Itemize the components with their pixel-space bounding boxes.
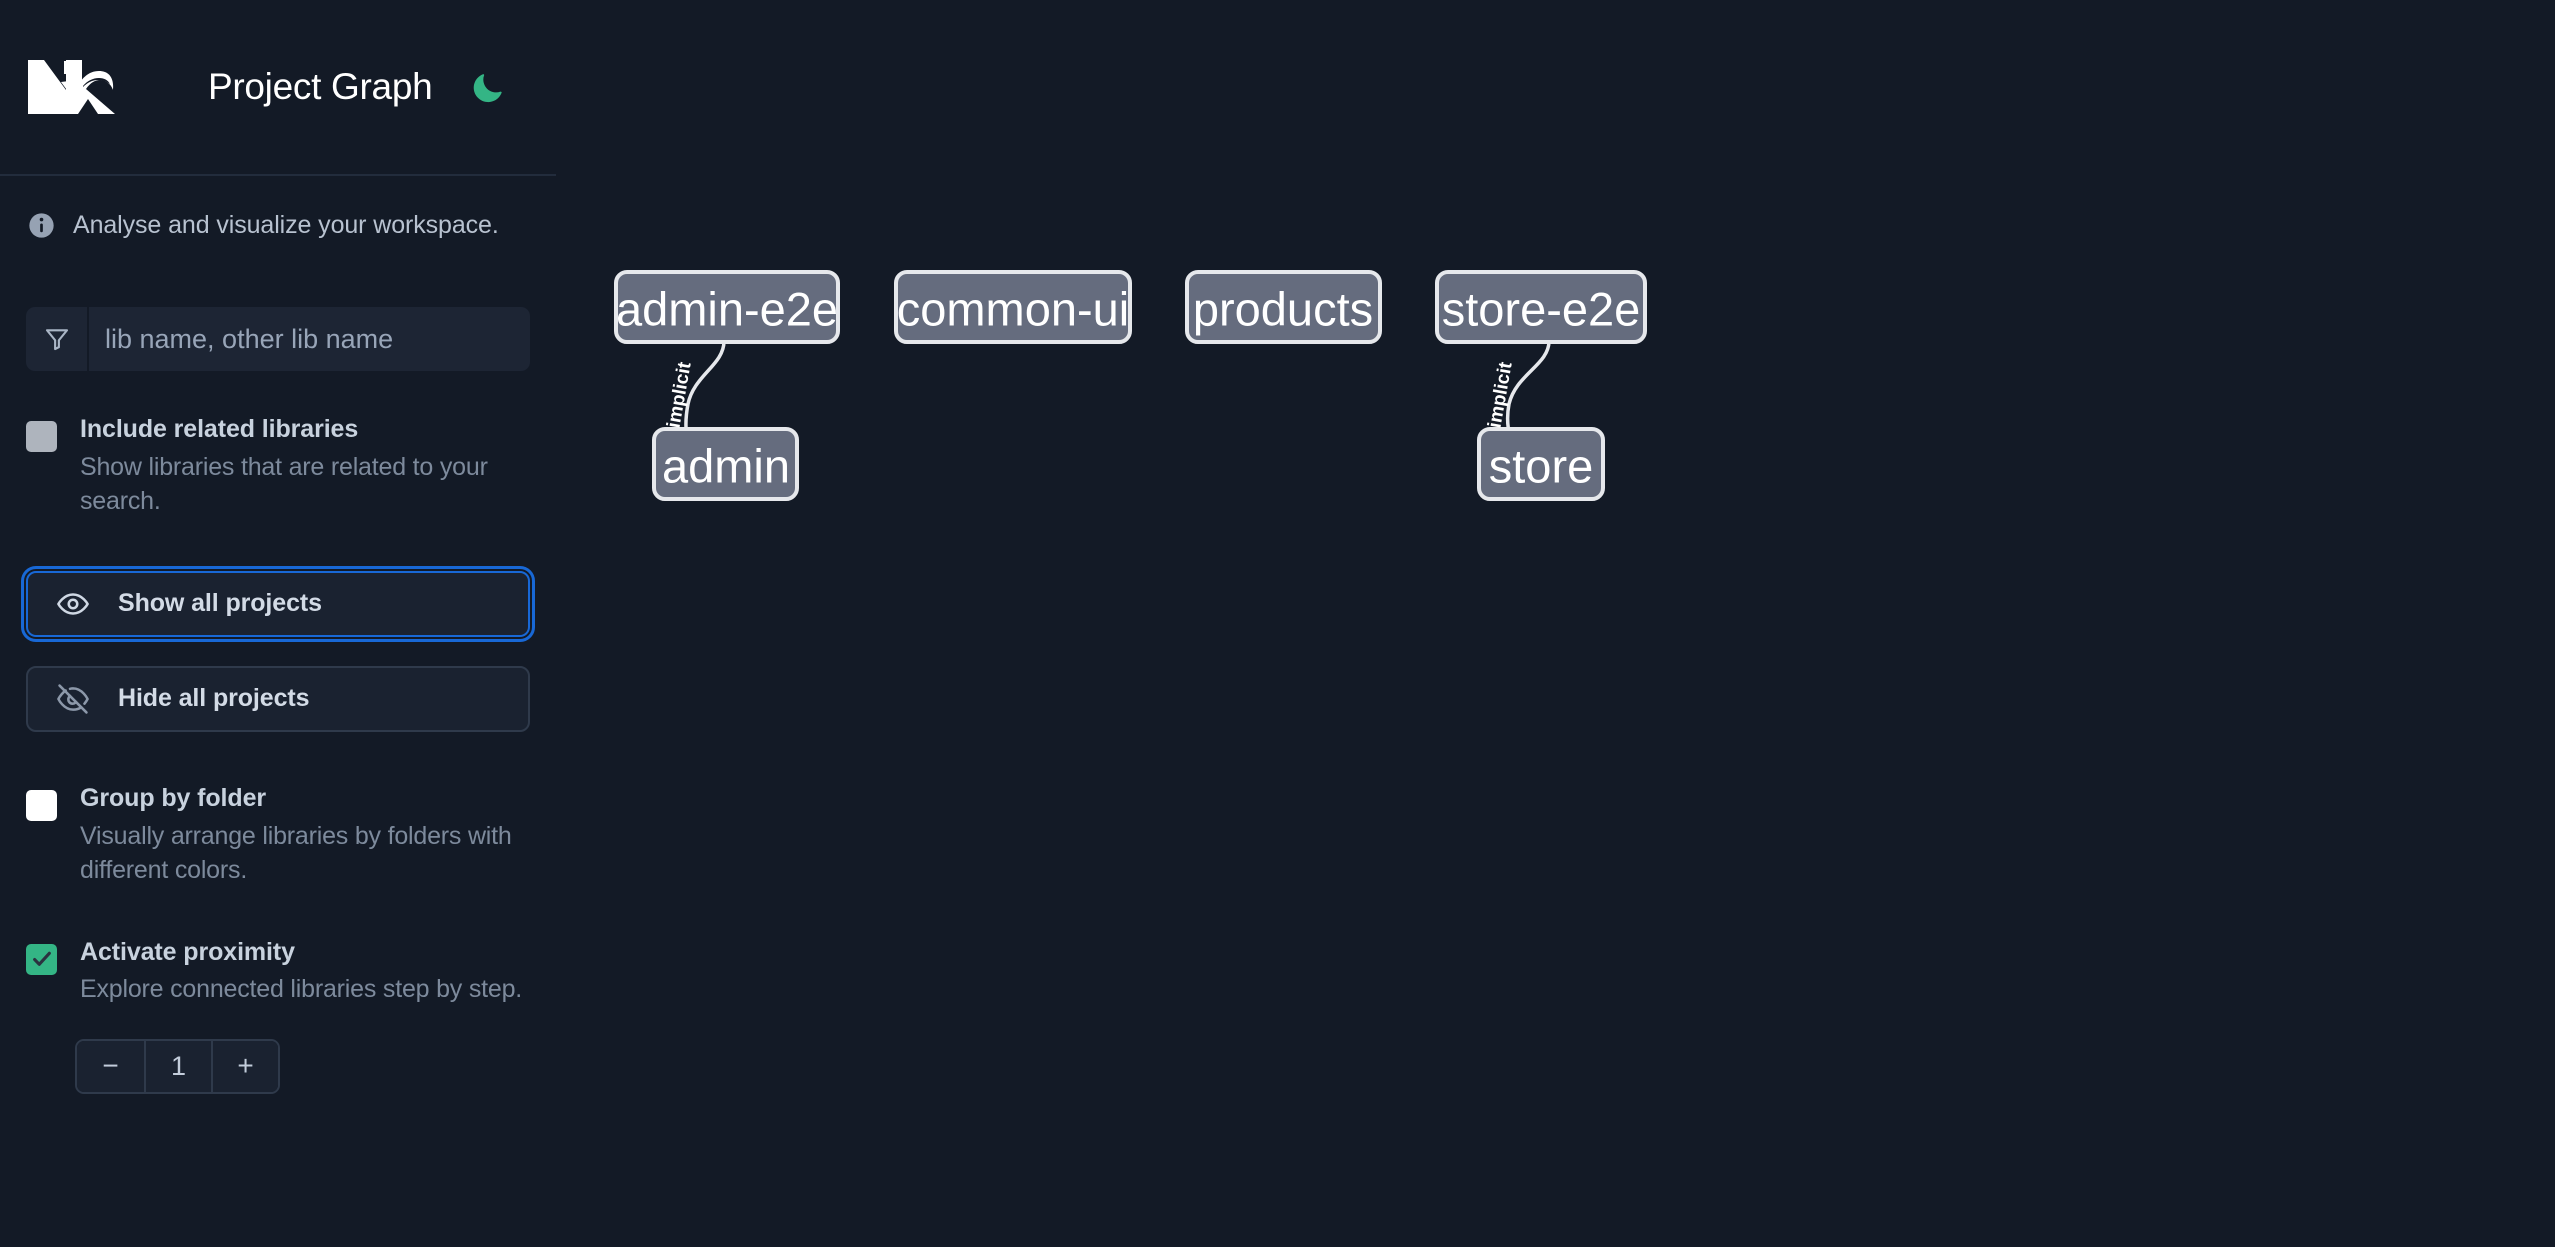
moon-icon[interactable]: [468, 67, 508, 107]
sidebar-header: Project Graph: [0, 0, 556, 176]
show-all-projects-label: Show all projects: [118, 589, 322, 618]
hide-all-projects-button[interactable]: Hide all projects: [26, 665, 530, 732]
graph-node-admin[interactable]: admin: [652, 427, 799, 501]
eye-off-icon: [56, 682, 90, 716]
graph-node-store-e2e[interactable]: store-e2e: [1435, 270, 1647, 344]
show-all-projects-button[interactable]: Show all projects: [21, 565, 535, 642]
info-icon: [28, 212, 55, 239]
tagline-text: Analyse and visualize your workspace.: [73, 210, 499, 239]
graph-node-products[interactable]: products: [1185, 270, 1382, 344]
graph-node-store[interactable]: store: [1477, 427, 1605, 501]
workspace-tagline: Analyse and visualize your workspace.: [26, 176, 530, 274]
proximity-value: 1: [144, 1040, 211, 1092]
svg-text:store-e2e: store-e2e: [1442, 283, 1641, 336]
graph-node-common-ui[interactable]: common-ui: [894, 270, 1132, 344]
proximity-increment-button[interactable]: +: [211, 1040, 278, 1092]
sidebar-body: Analyse and visualize your workspace. In…: [0, 176, 556, 1094]
include-related-description: Show libraries that are related to your …: [80, 452, 488, 516]
activate-proximity-row[interactable]: Activate proximity Explore connected lib…: [26, 936, 530, 1007]
svg-text:common-ui: common-ui: [897, 283, 1129, 336]
svg-text:store: store: [1489, 440, 1594, 493]
graph-node-admin-e2e[interactable]: admin-e2e: [614, 270, 840, 344]
hide-all-projects-label: Hide all projects: [118, 684, 310, 713]
include-related-checkbox[interactable]: [26, 421, 57, 452]
activate-proximity-checkbox[interactable]: [26, 943, 57, 975]
nx-logo-icon: [26, 56, 122, 118]
page-title: Project Graph: [208, 66, 433, 107]
graph-canvas[interactable]: admin-e2e common-ui products store-e2e a…: [556, 0, 2555, 1247]
proximity-stepper[interactable]: − 1 +: [75, 1038, 280, 1094]
group-by-folder-checkbox[interactable]: [26, 789, 57, 821]
eye-icon: [56, 587, 90, 621]
proximity-decrement-button[interactable]: −: [77, 1040, 144, 1092]
sidebar: Project Graph Analyse and visualize your…: [0, 0, 556, 1247]
svg-text:products: products: [1193, 283, 1373, 336]
include-related-libraries-row[interactable]: Include related libraries Show libraries…: [26, 413, 530, 519]
group-by-folder-label: Group by folder: [80, 783, 267, 812]
filter-funnel-icon: [26, 307, 89, 371]
activate-proximity-label: Activate proximity: [80, 937, 295, 966]
include-related-label: Include related libraries: [80, 415, 359, 443]
svg-text:admin-e2e: admin-e2e: [616, 283, 838, 336]
filter-field[interactable]: [26, 307, 530, 371]
group-by-folder-row[interactable]: Group by folder Visually arrange librari…: [26, 782, 530, 888]
group-by-folder-description: Visually arrange libraries by folders wi…: [80, 821, 512, 885]
activate-proximity-description: Explore connected libraries step by step…: [80, 975, 523, 1004]
search-input[interactable]: [89, 307, 530, 371]
svg-text:admin: admin: [662, 440, 790, 493]
